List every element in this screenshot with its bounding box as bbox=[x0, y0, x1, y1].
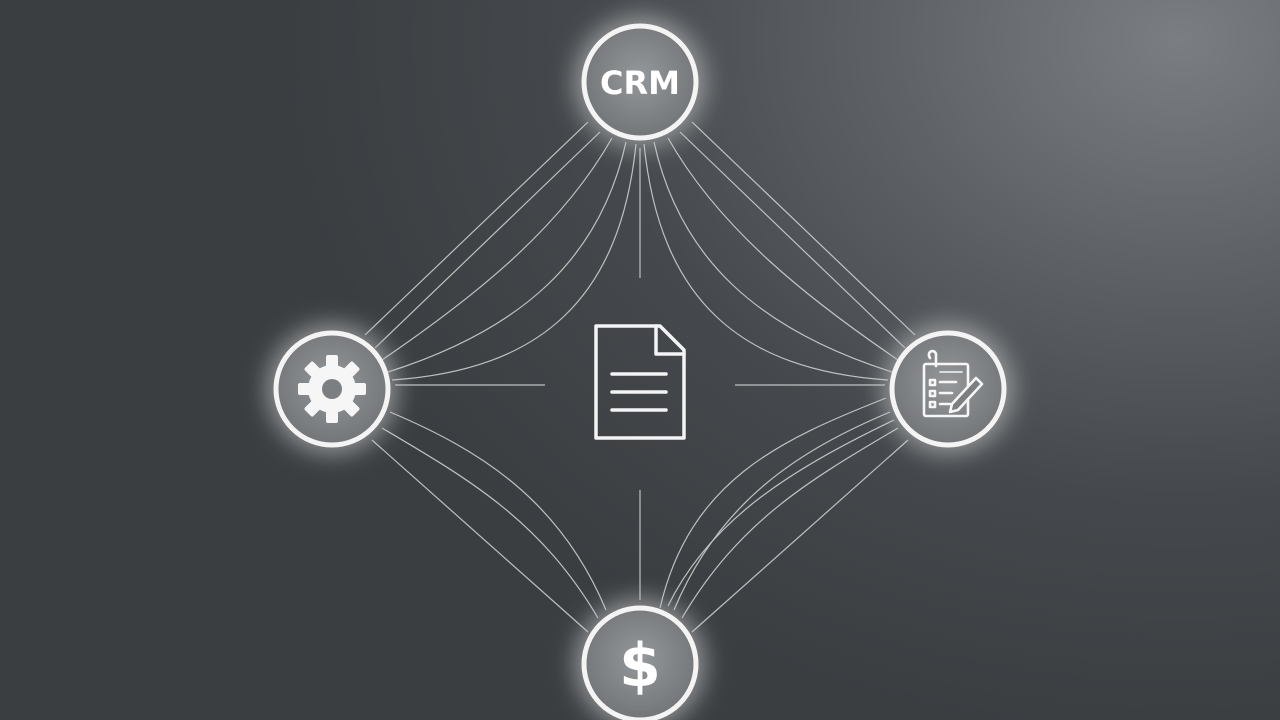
connector-line bbox=[389, 411, 607, 611]
connector-line bbox=[381, 137, 613, 361]
gear-icon bbox=[298, 355, 366, 423]
connector-line bbox=[691, 121, 916, 336]
connector-line bbox=[691, 439, 909, 633]
connector-line bbox=[364, 121, 589, 336]
connector-line bbox=[374, 131, 601, 349]
finance-node[interactable]: $ bbox=[581, 605, 699, 720]
connector-line bbox=[667, 137, 899, 361]
connector-line bbox=[387, 141, 627, 373]
connector-line bbox=[643, 143, 889, 381]
checklist-icon bbox=[922, 349, 984, 418]
connection-lines bbox=[364, 121, 916, 633]
connector-line bbox=[667, 419, 895, 607]
connector-line bbox=[653, 141, 893, 373]
connector-line bbox=[381, 427, 599, 619]
connector-line bbox=[371, 439, 589, 633]
crm-node[interactable]: CRM bbox=[581, 23, 699, 141]
connector-line bbox=[673, 411, 891, 611]
crm-label: CRM bbox=[600, 64, 680, 102]
connector-line bbox=[659, 397, 887, 609]
document-icon bbox=[594, 324, 686, 440]
dollar-icon: $ bbox=[619, 631, 661, 701]
settings-node[interactable] bbox=[273, 330, 391, 448]
connector-line bbox=[679, 131, 906, 349]
connector-line bbox=[391, 143, 637, 381]
tasks-node[interactable] bbox=[889, 330, 1007, 448]
connector-line bbox=[681, 427, 899, 619]
